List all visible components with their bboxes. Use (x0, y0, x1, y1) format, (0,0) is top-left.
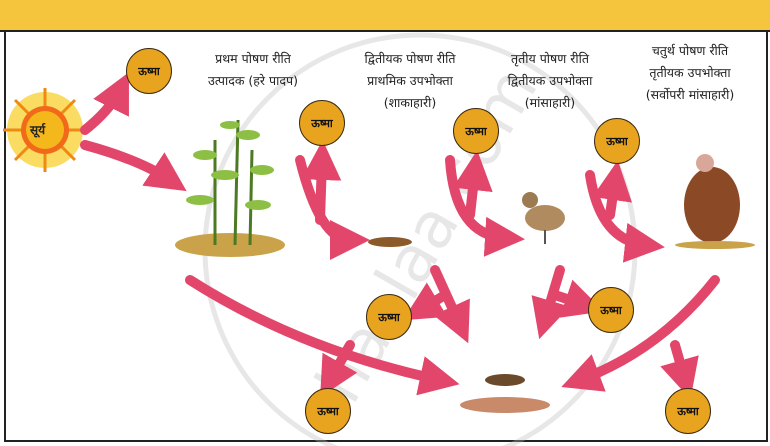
caterpillar-icon (368, 237, 412, 247)
sun-icon (3, 88, 87, 172)
decomposer-icon (460, 374, 550, 413)
arrow-carnivore-heat (592, 160, 632, 220)
header-band (0, 0, 770, 32)
level-role: उत्पादक (हरे पादप) (208, 73, 298, 88)
level-4-label: चतुर्थ पोषण रीति तृतीयक उपभोक्ता (सर्वोप… (615, 40, 765, 106)
level-3-label: तृतीय पोषण रीति द्वितीयक उपभोक्ता (मांसा… (480, 48, 620, 114)
heat-badge: ऊष्मा (453, 108, 499, 154)
heat-badge: ऊष्मा (305, 388, 351, 434)
arrow-herbivore-heat (452, 150, 493, 220)
level-title: तृतीय पोषण रीति (511, 51, 589, 66)
arrow-top-decomposer (561, 275, 720, 392)
arrow-top-heat2 (660, 340, 699, 400)
arrow-sun-heat (80, 72, 129, 135)
level-1-label: प्रथम पोषण रीति उत्पादक (हरे पादप) (188, 48, 318, 92)
level-2-label: द्वितीयक पोषण रीति प्राथमिक उपभोक्ता (शा… (340, 48, 480, 114)
arrow-sun-plant (80, 140, 187, 192)
level-title: द्वितीयक पोषण रीति (364, 51, 456, 66)
arrow-carnivore-heat2 (550, 279, 604, 318)
arrow-herbivore-heat2 (402, 282, 450, 321)
level-type: (शाकाहारी) (383, 95, 437, 110)
heat-badge: ऊष्मा (588, 287, 634, 333)
energy-arrows (80, 72, 720, 400)
heat-badge: ऊष्मा (299, 100, 345, 146)
sun-label: सूर्य (30, 123, 46, 137)
level-role: द्वितीयक उपभोक्ता (507, 73, 593, 88)
heat-badge: ऊष्मा (594, 118, 640, 164)
green-plant-icon (175, 119, 285, 257)
level-role: तृतीयक उपभोक्ता (649, 65, 731, 80)
heat-badge: ऊष्मा (665, 388, 711, 434)
level-title: चतुर्थ पोषण रीति (651, 43, 729, 58)
diagram-frame (4, 30, 768, 442)
heat-badge: ऊष्मा (366, 294, 412, 340)
heat-badge: ऊष्मा (126, 48, 172, 94)
arrow-plant-decomposer (185, 275, 460, 396)
arrow-plant-heat2 (320, 340, 358, 398)
level-type: (मांसाहारी) (524, 95, 576, 110)
level-type: (सर्वोपरी मांसाहारी) (645, 87, 735, 102)
arrow-plant-heat (301, 140, 342, 225)
vulture-icon (675, 154, 755, 249)
level-title: प्रथम पोषण रीति (215, 51, 291, 66)
level-role: प्राथमिक उपभोक्ता (367, 73, 453, 88)
bird-icon (522, 192, 565, 244)
